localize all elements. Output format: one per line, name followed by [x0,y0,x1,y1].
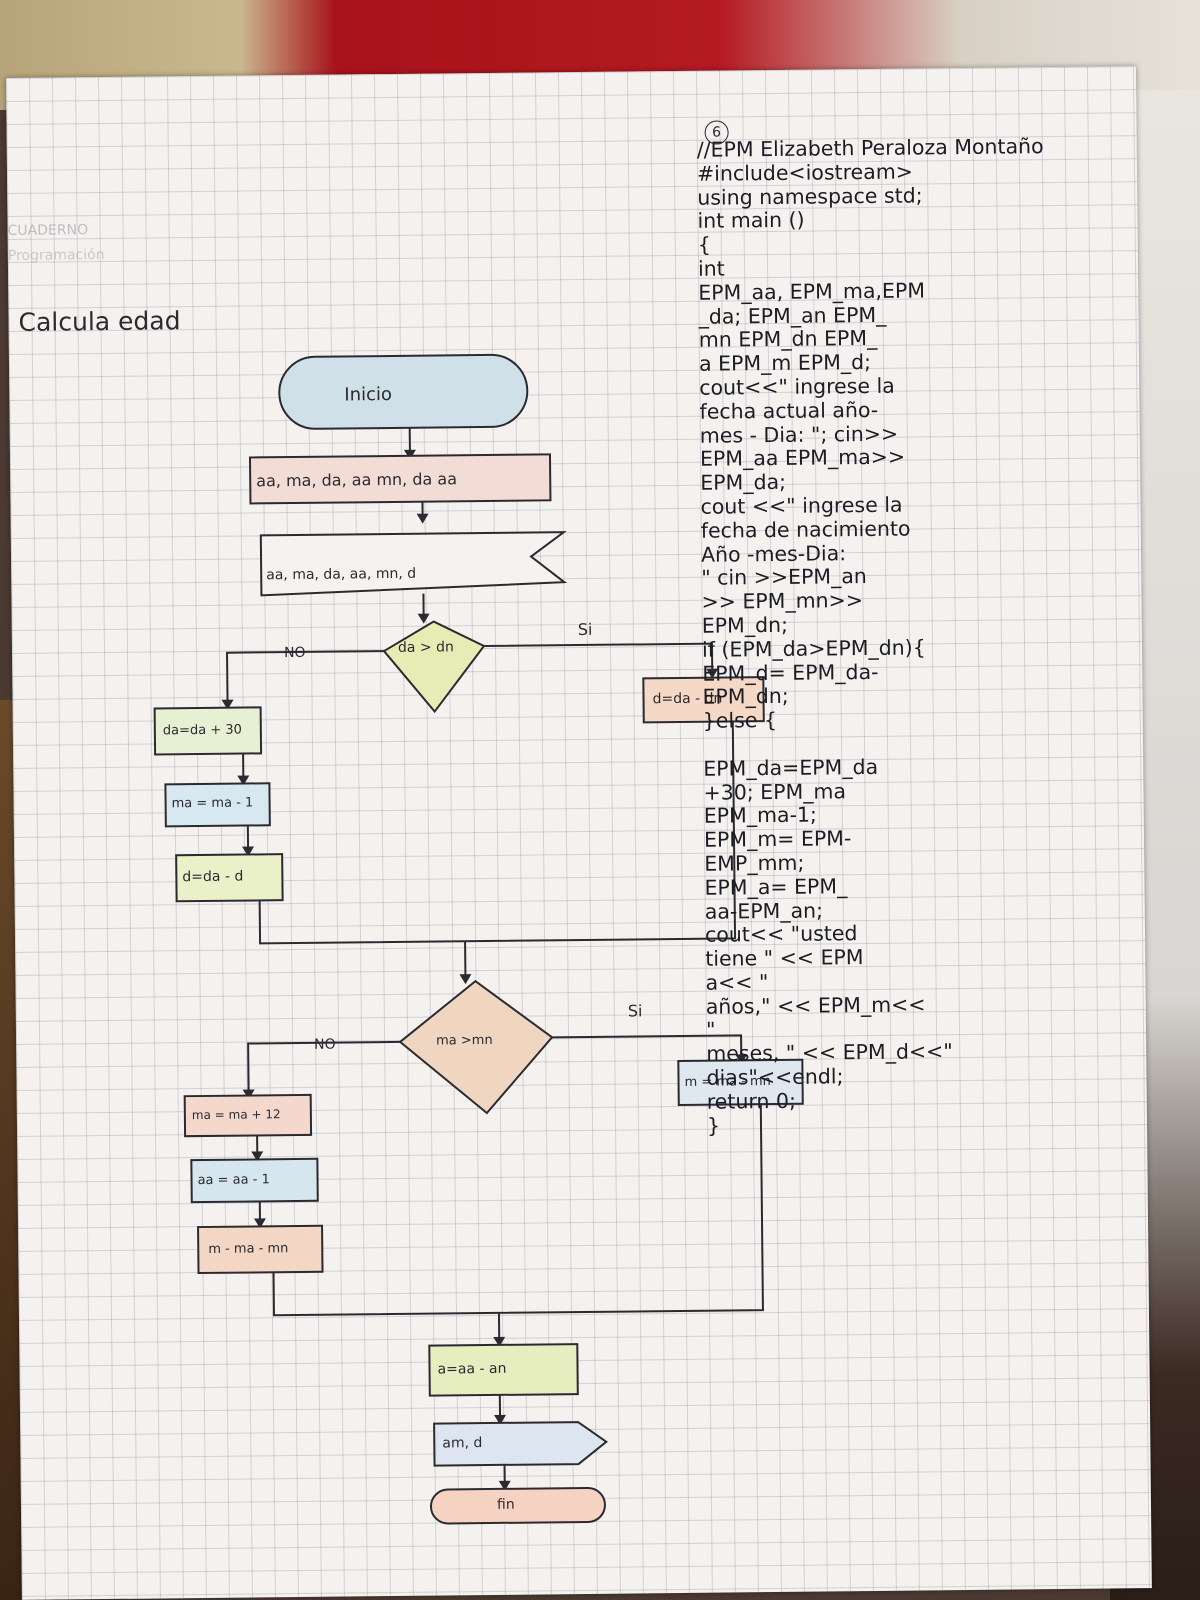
decision-2-label: ma >mn [436,1032,493,1049]
code-line: a<< " [705,969,769,995]
input-box-shape [248,453,552,505]
code-line: EPM_da=EPM_da [703,754,879,781]
handwritten-code: //EPM Elizabeth Peraloza Montaño#include… [696,134,1057,1138]
code-line: tiene " << EPM [705,945,864,971]
code-line: using namespace std; [697,183,923,210]
yes-2-label: Si [627,1001,643,1021]
no-1-label: NO [283,644,306,662]
code-line: fecha actual año- [699,397,879,424]
final-output-shape [433,1421,608,1467]
no-1b-box-shape [164,782,271,828]
start-terminal-shape [278,353,529,430]
code-line: mes - Dia: "; cin>> [699,421,899,448]
final-process-shape [428,1343,579,1397]
final-output-label: am, d [442,1435,483,1452]
code-line: } [706,1113,721,1138]
end-label: fin [496,1496,515,1513]
no-2a-process-label: ma = ma + 12 [191,1107,281,1123]
code-line: EPM_dn; [701,612,789,638]
no-2-label: NO [314,1036,336,1053]
code-line: //EPM Elizabeth Peraloza Montaño [696,134,1044,162]
no-2c-process-label: m - ma - mn [208,1241,289,1257]
decision-2-shape [398,979,554,1115]
no-2b-box-shape [190,1157,319,1204]
code-line: EPM_dn; [702,684,789,710]
no-1a-box-shape [153,706,263,756]
no-2c-box-shape [197,1224,324,1275]
decision-1-label: da > dn [397,639,454,656]
start-label: Inicio [344,383,393,406]
code-line [703,730,1053,757]
decision-1-shape [382,620,486,714]
code-line: cout<< "usted [704,921,858,948]
no-1c-process-label: d=da - d [182,868,244,886]
code-line: EPM_da; [700,470,787,495]
output-display-shape [259,531,568,597]
no-1c-box-shape [175,853,284,903]
output-1-label: aa, ma, da, aa, mn, d [266,565,417,584]
code-line: a EPM_m EPM_d; [698,350,872,376]
code-line: años," << EPM_m<< [705,992,926,1019]
end-terminal-shape [429,1486,606,1525]
no-2b-process-label: aa = aa - 1 [197,1172,270,1189]
code-line: aa-EPM_an; [704,897,824,924]
no-1a-process-label: da=da + 30 [162,722,242,739]
yes-2-box-shape [677,1058,804,1107]
code-line: EPM_aa EPM_ma>> [699,444,906,472]
input-label: aa, ma, da, aa mn, da aa [256,469,458,491]
flowchart-diagram [153,353,804,1525]
code-line: }else { [702,708,778,733]
graph-paper-sheet: CUADERNO Programación Calcula edad [6,66,1152,1600]
code-line: " [705,1018,716,1043]
code-line: cout<<" ingrese la [699,373,895,400]
code-line: if (EPM_da>EPM_dn){ [701,635,926,662]
code-line: #include<iostream> [696,159,914,186]
code-line: meses, " << EPM_d<<" [706,1039,953,1067]
yes-1-label: Si [577,619,593,640]
no-2a-box-shape [183,1093,313,1138]
final-process-label: a=aa - an [437,1360,507,1378]
code-line: mn EPM_dn EPM_ [698,326,878,353]
code-line: EPM_d= EPM_da- [702,659,879,686]
yes-1-box-shape [642,676,765,724]
no-1b-process-label: ma = ma - 1 [171,795,254,812]
